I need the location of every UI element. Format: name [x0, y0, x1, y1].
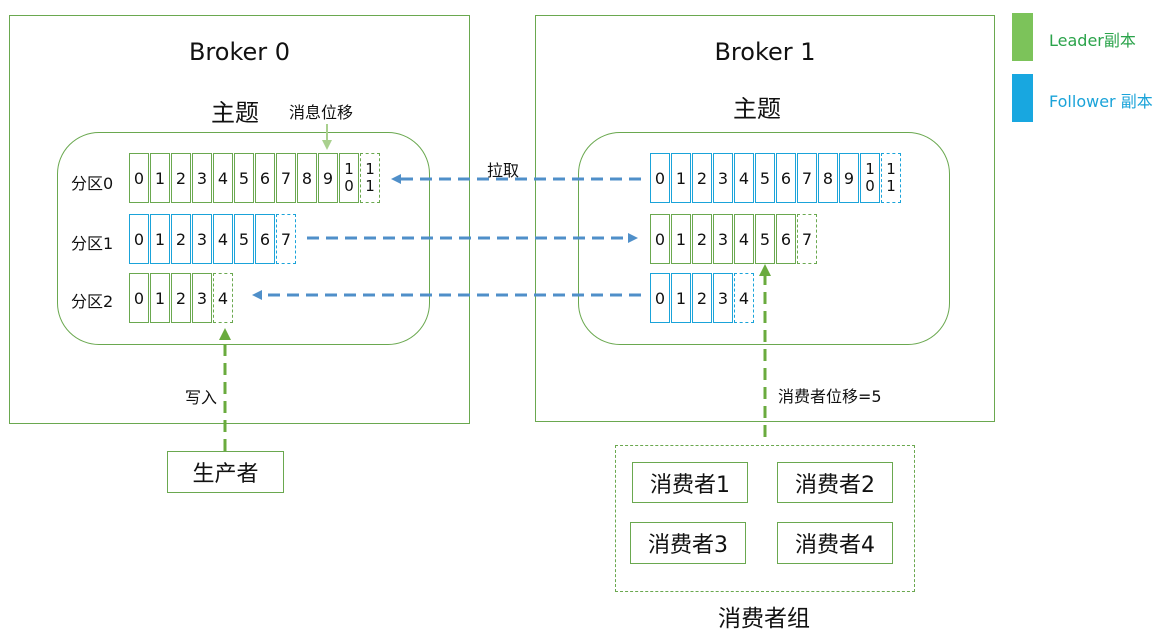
consumer-3-label: 消费者3: [648, 533, 728, 558]
pull-label: 拉取: [487, 161, 520, 180]
broker-0-title: Broker 0: [188, 38, 291, 66]
log-cell: 0: [129, 273, 149, 323]
log-cell: 7: [797, 214, 817, 264]
log-cell: 7: [797, 153, 817, 203]
log-cell: 2: [171, 153, 191, 203]
log-cell: 0: [129, 214, 149, 264]
log-cell: 3: [713, 214, 733, 264]
log-cell: 4: [734, 153, 754, 203]
legend-leader-label: Leader副本: [1049, 31, 1136, 50]
partition-label-1: 分区1: [71, 234, 114, 253]
consumer-group-title: 消费者组: [718, 606, 810, 632]
consumer-2: 消费者2: [777, 462, 893, 503]
log-cell: 1: [150, 214, 170, 264]
broker-1-title: Broker 1: [714, 38, 816, 66]
log-cell: 3: [192, 214, 212, 264]
log-cell: 4: [213, 153, 233, 203]
log-cell: 1: [150, 273, 170, 323]
log-cell: 2: [171, 273, 191, 323]
log-cell: 1: [671, 214, 691, 264]
log-cell: 0: [650, 214, 670, 264]
legend-leader-swatch: [1012, 13, 1033, 61]
consumer-4: 消费者4: [777, 522, 893, 564]
log-cell: 1: [671, 273, 691, 323]
log-cell: 2: [692, 153, 712, 203]
log-cell: 3: [713, 153, 733, 203]
log-cell: 4: [213, 214, 233, 264]
consumer-offset-label: 消费者位移=5: [778, 387, 882, 406]
log-cell: 4: [734, 214, 754, 264]
log-cell: 2: [692, 214, 712, 264]
log-cell: 7: [276, 153, 296, 203]
consumer-2-label: 消费者2: [795, 472, 875, 498]
log-cell: 6: [255, 214, 275, 264]
log-cell: 6: [255, 153, 275, 203]
consumer-3: 消费者3: [630, 522, 746, 564]
consumer-1-label: 消费者1: [650, 472, 730, 498]
message-offset-label: 消息位移: [289, 103, 354, 122]
log-cell: 2: [692, 273, 712, 323]
log-cell: 9: [839, 153, 859, 203]
log-cell: 4: [734, 273, 754, 323]
log-cell: 6: [776, 153, 796, 203]
producer-box: 生产者: [167, 451, 284, 493]
producer-label: 生产者: [192, 462, 259, 487]
log-cell: 4: [213, 273, 233, 323]
broker-0-topic-title: 主题: [211, 99, 259, 127]
log-cell: 0: [650, 273, 670, 323]
log-cell: 3: [192, 273, 212, 323]
log-cell: 2: [171, 214, 191, 264]
consumer-1: 消费者1: [632, 462, 748, 503]
log-cell: 3: [192, 153, 212, 203]
consumer-4-label: 消费者4: [795, 533, 875, 558]
log-cell: 7: [276, 214, 296, 264]
consumer-group-box: [615, 445, 915, 592]
log-cell: 5: [234, 214, 254, 264]
log-cell: 9: [318, 153, 338, 203]
legend-follower-label: Follower 副本: [1049, 92, 1153, 111]
write-label: 写入: [185, 388, 218, 407]
log-cell: 5: [234, 153, 254, 203]
log-cell: 0: [650, 153, 670, 203]
log-cell: 8: [297, 153, 317, 203]
log-cell: 8: [818, 153, 838, 203]
log-cell: 0: [129, 153, 149, 203]
log-cell: 5: [755, 153, 775, 203]
log-cell: 5: [755, 214, 775, 264]
partition-label-0: 分区0: [71, 174, 114, 193]
log-cell: 3: [713, 273, 733, 323]
broker-1-topic: [578, 132, 950, 345]
log-cell: 1: [150, 153, 170, 203]
log-cell: 1: [671, 153, 691, 203]
log-cell: 6: [776, 214, 796, 264]
broker-1-topic-title: 主题: [733, 95, 781, 123]
partition-label-2: 分区2: [71, 292, 114, 311]
legend-follower-swatch: [1012, 74, 1033, 122]
